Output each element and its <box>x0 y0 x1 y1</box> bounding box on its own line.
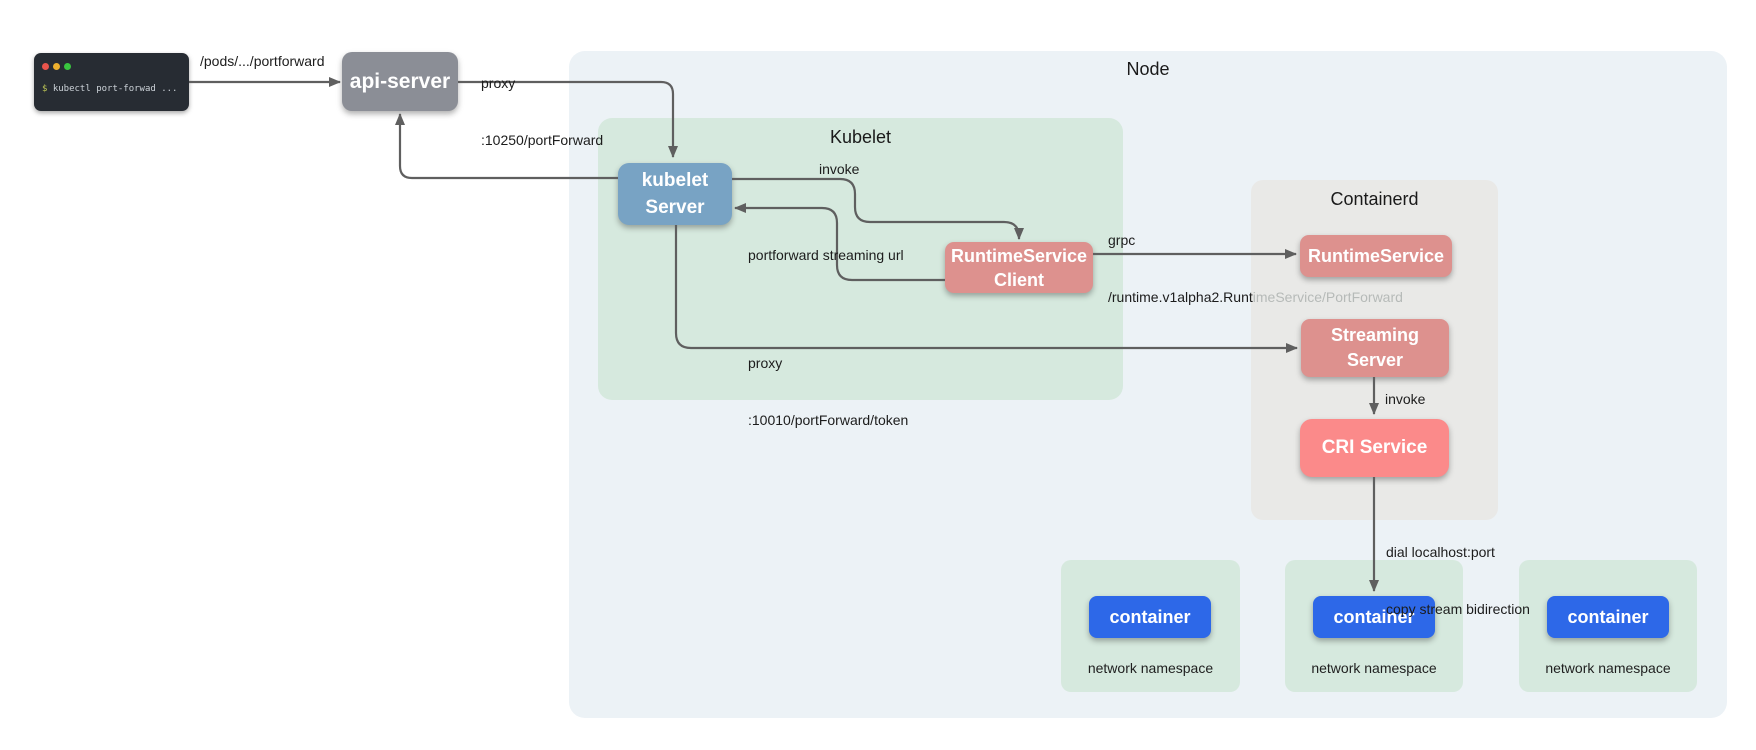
kubelet-group-title: Kubelet <box>829 127 892 147</box>
edge-label-portforward-streaming-url: portforward streaming url <box>748 247 904 263</box>
kubelet-server-label-line1: kubelet <box>641 170 709 191</box>
cri-service-label: CRI Service <box>1321 437 1428 458</box>
container-box-2: container <box>1313 596 1435 638</box>
runtime-service-client-label-line1: RuntimeService <box>950 245 1088 266</box>
edge-label-invoke-kubelet: invoke <box>819 161 860 177</box>
streaming-server-label-line2: Server <box>1346 350 1404 370</box>
edge-label-proxy-10250-line2: :10250/portForward <box>481 132 604 148</box>
network-namespace-label-2: network namespace <box>1311 660 1437 676</box>
edge-label-grpc-line1: grpc <box>1108 232 1136 248</box>
streaming-server-box: Streaming Server <box>1301 319 1449 377</box>
network-namespace-label-1: network namespace <box>1087 660 1214 676</box>
edge-label-proxy-10010: proxy :10010/portForward/token <box>748 316 908 468</box>
terminal-command: $ kubectl port-forwad ... <box>42 84 177 94</box>
network-namespace-box-1: container network namespace <box>1061 560 1240 692</box>
node-group-title: Node <box>1126 59 1170 79</box>
network-namespace-box-3: container network namespace <box>1519 560 1697 692</box>
edge-label-proxy-10250-line1: proxy <box>481 75 516 91</box>
api-server-label: api-server <box>349 69 451 93</box>
edge-label-grpc: grpc /runtime.v1alpha2.RuntimeService/Po… <box>1108 193 1403 345</box>
kubelet-server-label-line2: Server <box>645 197 705 218</box>
terminal-window-buttons <box>42 63 71 70</box>
container-box-1: container <box>1089 596 1211 638</box>
edge-label-proxy-10010-line2: :10010/portForward/token <box>748 412 909 428</box>
terminal-minimize-icon <box>53 63 60 70</box>
kubelet-server-box: kubelet Server <box>618 163 732 225</box>
edge-label-proxy-10010-line1: proxy <box>748 355 783 371</box>
streaming-server-label-line1: Streaming <box>1330 325 1420 345</box>
network-namespace-label-3: network namespace <box>1545 660 1671 676</box>
terminal-window: $ kubectl port-forwad ... <box>34 53 189 111</box>
terminal-maximize-icon <box>64 63 71 70</box>
container-box-3: container <box>1547 596 1669 638</box>
edge-label-proxy-10250: proxy :10250/portForward <box>481 36 603 188</box>
terminal-command-text: kubectl port-forwad ... <box>52 84 178 94</box>
containerd-group-title: Containerd <box>1330 189 1419 209</box>
edge-label-invoke-cri: invoke <box>1385 391 1426 407</box>
terminal-close-icon <box>42 63 49 70</box>
edge-label-dial-line1: dial localhost:port <box>1386 544 1495 560</box>
edge-label-pods-portforward: /pods/.../portforward <box>200 53 325 69</box>
api-server-box: api-server <box>342 52 458 111</box>
edge-label-grpc-line2-dark: /runtime.v1alpha2.Runt <box>1108 289 1253 305</box>
terminal-prompt: $ <box>42 84 48 94</box>
edge-label-grpc-line2: /runtime.v1alpha2.RuntimeService/PortFor… <box>1108 288 1403 307</box>
edge-label-grpc-line2-muted: imeService/PortForward <box>1252 289 1403 305</box>
edge-label-dial-line2: copy stream bidirection <box>1386 601 1530 617</box>
runtime-service-client-label-line2: Client <box>993 269 1044 290</box>
runtime-service-client-box: RuntimeService Client <box>945 242 1093 293</box>
edge-label-dial: dial localhost:port copy stream bidirect… <box>1386 505 1530 657</box>
runtime-service-box: RuntimeService <box>1300 235 1452 277</box>
network-namespace-box-2: container network namespace <box>1285 560 1463 692</box>
cri-service-box: CRI Service <box>1300 419 1449 477</box>
runtime-service-label: RuntimeService <box>1307 245 1445 266</box>
